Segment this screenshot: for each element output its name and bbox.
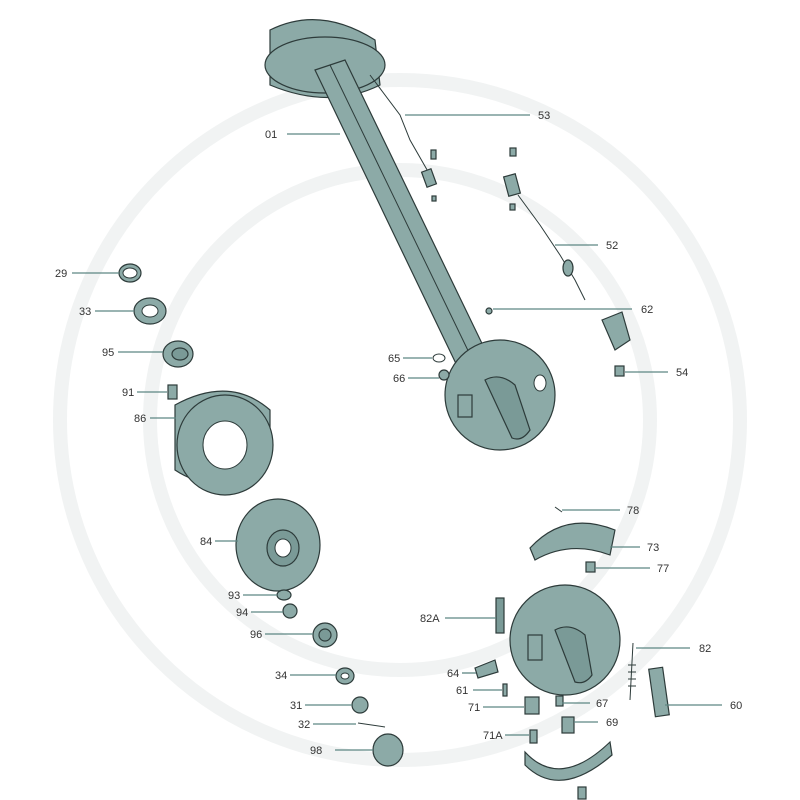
adjuster-part-60 bbox=[648, 666, 670, 718]
label-33: 33 bbox=[79, 306, 91, 318]
leader-lines bbox=[72, 114, 722, 751]
bolt-part-61 bbox=[502, 683, 508, 697]
label-66: 66 bbox=[393, 373, 405, 385]
ring-part-29 bbox=[118, 263, 142, 283]
label-82A: 82A bbox=[420, 613, 440, 625]
label-82: 82 bbox=[699, 643, 711, 655]
washer-part-34 bbox=[335, 667, 355, 685]
pin-part-32 bbox=[357, 722, 386, 728]
label-62: 62 bbox=[641, 304, 653, 316]
label-53: 53 bbox=[538, 110, 550, 122]
label-86: 86 bbox=[134, 413, 146, 425]
label-91: 91 bbox=[122, 387, 134, 399]
label-98: 98 bbox=[310, 745, 322, 757]
washer-part-93 bbox=[276, 589, 292, 601]
bearing-part-95 bbox=[162, 340, 194, 368]
drum-part-86 bbox=[174, 390, 274, 496]
label-61: 61 bbox=[456, 685, 468, 697]
label-73: 73 bbox=[647, 542, 659, 554]
block-part-54-top bbox=[601, 311, 631, 351]
label-60: 60 bbox=[730, 700, 742, 712]
bolt-part-71A bbox=[529, 729, 538, 744]
seal-part-33 bbox=[133, 297, 167, 325]
axle-part-01 bbox=[264, 19, 556, 451]
label-65: 65 bbox=[388, 353, 400, 365]
brake-cable-52 bbox=[502, 147, 586, 301]
label-69: 69 bbox=[606, 717, 618, 729]
lever-part-64 bbox=[474, 659, 499, 679]
bolt-part-91 bbox=[167, 384, 178, 400]
part-66 bbox=[438, 369, 450, 381]
label-29: 29 bbox=[55, 268, 67, 280]
label-71: 71 bbox=[468, 702, 480, 714]
label-78: 78 bbox=[627, 505, 639, 517]
label-84: 84 bbox=[200, 536, 212, 548]
label-64: 64 bbox=[447, 668, 459, 680]
part-labels: 53 01 52 29 33 95 91 86 62 65 66 54 84 7… bbox=[55, 110, 742, 757]
backing-plate bbox=[509, 584, 621, 696]
label-95: 95 bbox=[102, 347, 114, 359]
label-01: 01 bbox=[265, 129, 277, 141]
part-54 bbox=[614, 365, 625, 377]
clip-part-77 bbox=[585, 561, 596, 573]
brake-shoe-part-73 bbox=[529, 522, 616, 561]
bearing-part-96 bbox=[312, 622, 338, 648]
label-54: 54 bbox=[676, 367, 688, 379]
washer-part-65 bbox=[432, 353, 446, 363]
brake-cable-53 bbox=[369, 74, 438, 202]
label-96: 96 bbox=[250, 629, 262, 641]
spring-part-82A bbox=[495, 597, 505, 634]
pin-part-78 bbox=[554, 506, 563, 513]
label-52: 52 bbox=[606, 240, 618, 252]
plate-part-69 bbox=[561, 716, 575, 734]
label-34: 34 bbox=[275, 670, 287, 682]
sleeve-part-71 bbox=[524, 696, 540, 715]
screw-part-67 bbox=[555, 695, 564, 707]
label-94: 94 bbox=[236, 607, 248, 619]
nut-part-94 bbox=[282, 603, 298, 619]
part-62 bbox=[485, 307, 493, 315]
nut-part-31 bbox=[351, 696, 369, 714]
label-32: 32 bbox=[298, 719, 310, 731]
label-77: 77 bbox=[657, 563, 669, 575]
brake-shoe-lower bbox=[524, 740, 613, 800]
label-31: 31 bbox=[290, 700, 302, 712]
label-67: 67 bbox=[596, 698, 608, 710]
label-71A: 71A bbox=[483, 730, 503, 742]
spring-part-82 bbox=[628, 642, 636, 701]
cap-part-98 bbox=[372, 733, 404, 767]
label-93: 93 bbox=[228, 590, 240, 602]
hub-part-84 bbox=[235, 498, 321, 592]
